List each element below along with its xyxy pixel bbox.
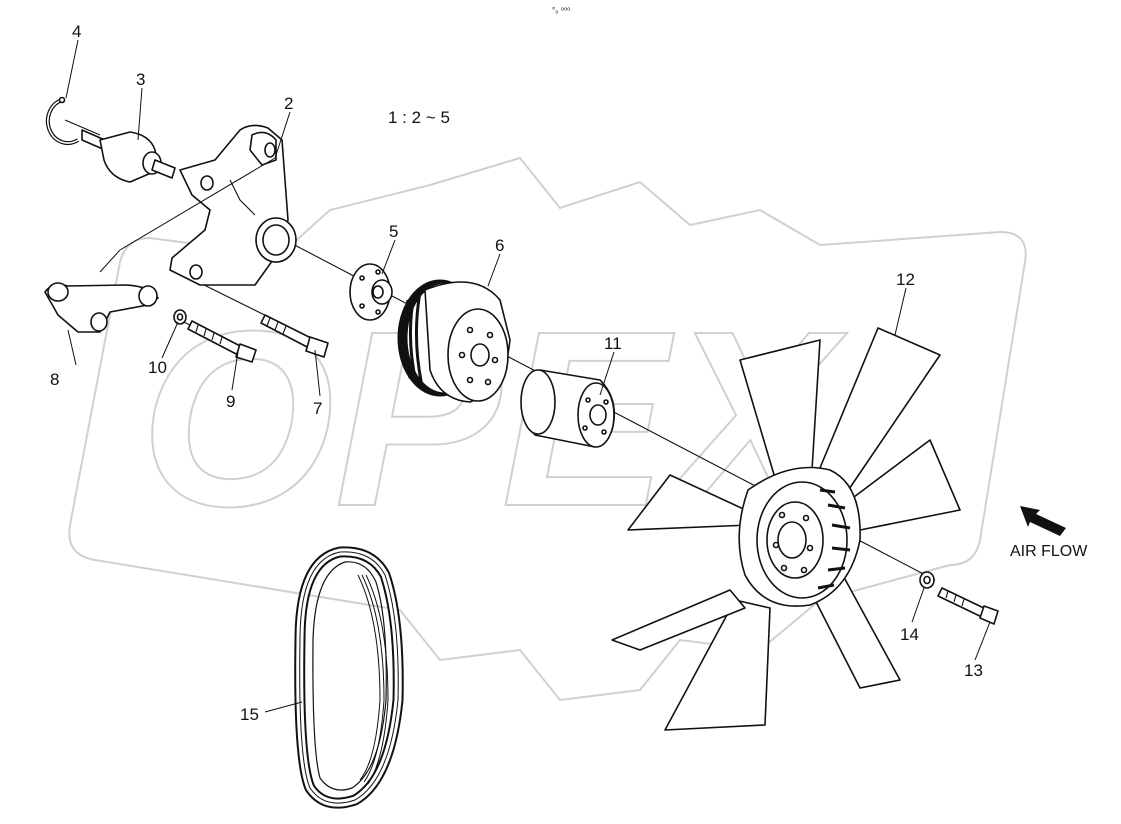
callout-15: 15 xyxy=(240,705,259,724)
bolt-part-9 xyxy=(187,320,257,363)
callout-labels: 4 3 2 5 6 11 12 8 10 9 7 14 13 15 1 xyxy=(50,22,983,724)
bracket-part-1 xyxy=(169,124,297,286)
header-mark: °₀ ⁰⁰⁰ xyxy=(552,6,570,15)
airflow-label: AIR FLOW xyxy=(1010,543,1088,560)
callout-9: 9 xyxy=(226,392,235,411)
hub-flange-part-5 xyxy=(349,263,393,321)
callout-14: 14 xyxy=(900,625,919,644)
tensioner-arm-part-8 xyxy=(44,282,159,333)
bolt-part-7 xyxy=(260,314,329,358)
leader-lines xyxy=(65,39,991,713)
callout-12: 12 xyxy=(896,270,915,289)
spacer-part-11 xyxy=(520,369,616,448)
callout-3: 3 xyxy=(136,70,145,89)
callout-2: 2 xyxy=(284,94,293,113)
callout-5: 5 xyxy=(389,222,398,241)
callout-11: 11 xyxy=(604,334,622,353)
callout-13: 13 xyxy=(964,661,983,680)
callout-6: 6 xyxy=(495,236,504,255)
callout-8: 8 xyxy=(50,370,59,389)
airflow-arrow-icon xyxy=(1020,506,1066,536)
fan-part-12 xyxy=(611,327,961,731)
idler-shaft-part-3 xyxy=(81,129,176,183)
callout-1: 1 xyxy=(264,161,265,163)
snap-ring-part-4 xyxy=(45,96,80,146)
belt-part-15 xyxy=(294,546,404,809)
callout-7: 7 xyxy=(313,399,322,418)
callout-10: 10 xyxy=(148,358,167,377)
pulley-part-6 xyxy=(397,279,511,403)
scale-note: 1 : 2 ~ 5 xyxy=(388,108,450,127)
callout-4: 4 xyxy=(72,22,81,41)
bolt-part-13 xyxy=(937,587,999,625)
